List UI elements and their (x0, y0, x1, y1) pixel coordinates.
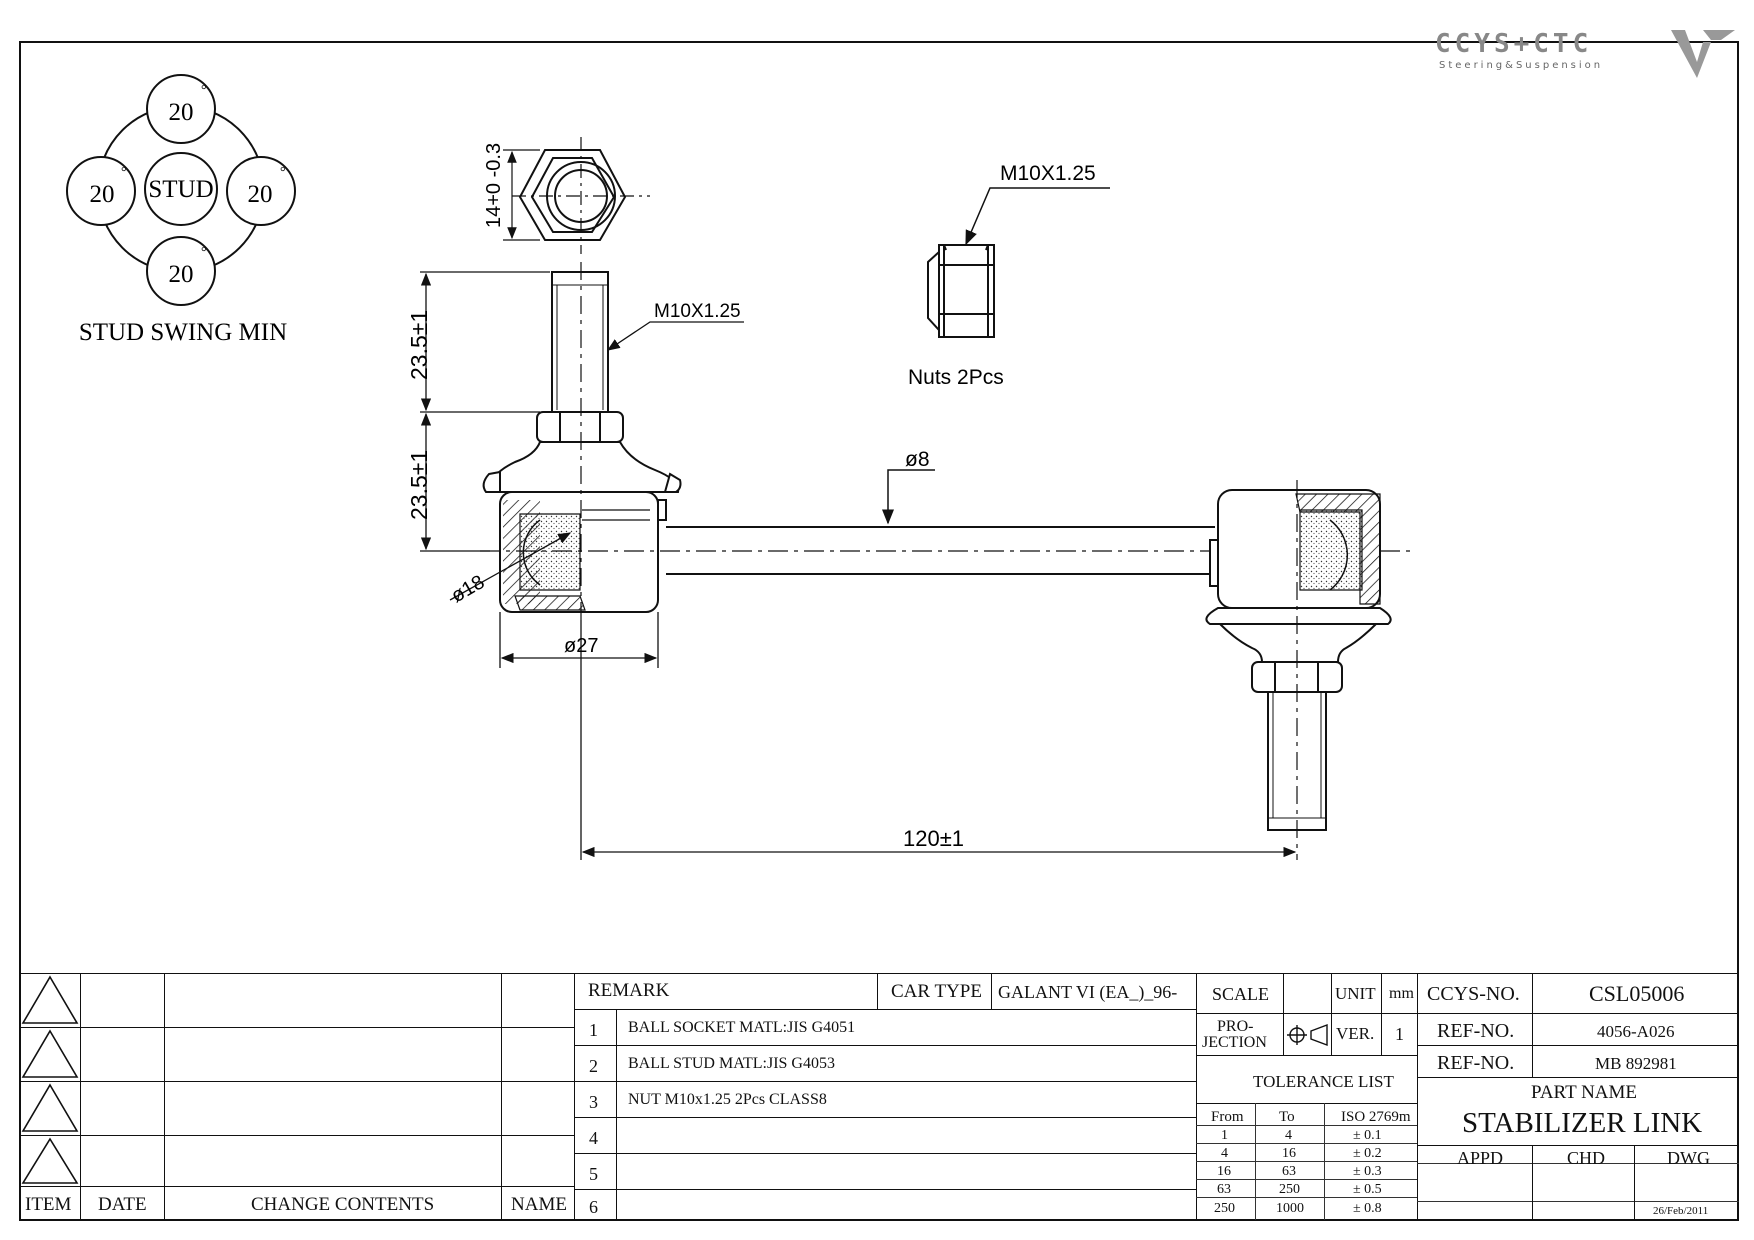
projection-symbol-icon (1287, 1023, 1328, 1047)
upper-height-dimension: 23.5±1 (406, 310, 432, 380)
tol-to: 63 (1282, 1164, 1296, 1179)
degree-mark: ° (201, 83, 207, 98)
brand-logo: CCYS+CTC Steering&Suspension (1435, 22, 1735, 82)
tol-value: ± 0.5 (1353, 1182, 1382, 1197)
drawing-frame (19, 41, 1739, 1221)
swing-caption: STUD SWING MIN (79, 319, 287, 346)
swing-angle-bottom: 20 (169, 261, 194, 288)
car-type-value: GALANT VI (EA_)_96- (998, 982, 1178, 1002)
appd-label: APPD (1457, 1148, 1504, 1168)
remark-no: 6 (589, 1197, 598, 1217)
tol-value: ± 0.8 (1353, 1201, 1382, 1216)
ref-no-value: 4056-A026 (1597, 1022, 1675, 1041)
lower-height-dimension: 23.5±1 (406, 450, 432, 520)
tol-from: 4 (1221, 1146, 1228, 1161)
tol-value: ± 0.2 (1353, 1146, 1382, 1161)
stud-thread-label: M10X1.25 (654, 301, 741, 322)
tol-from: 250 (1214, 1201, 1235, 1216)
remark-no: 5 (589, 1164, 598, 1184)
unit-value: mm (1389, 985, 1414, 1002)
rod-diameter-label: ø8 (905, 448, 930, 471)
degree-mark: ° (201, 245, 207, 260)
revision-triangles (21, 975, 79, 1184)
ref-no-value-2: MB 892981 (1595, 1054, 1677, 1073)
revision-triangle-icon (21, 1029, 79, 1078)
remark-text: BALL STUD MATL:JIS G4053 (628, 1055, 835, 1072)
revision-triangle-icon (21, 1137, 79, 1184)
ver-label: VER. (1336, 1024, 1375, 1043)
unit-label: UNIT (1335, 984, 1376, 1003)
remark-no: 1 (589, 1020, 598, 1040)
ball-diameter-label: ø18 (448, 571, 489, 607)
degree-mark: ° (280, 165, 286, 180)
scale-label: SCALE (1212, 984, 1270, 1004)
revision-triangle-icon (21, 1083, 79, 1132)
logo-brand: CCYS+CTC (1435, 29, 1592, 59)
car-type-label: CAR TYPE (891, 981, 982, 1002)
chd-label: CHD (1567, 1148, 1606, 1168)
change-contents-header: CHANGE CONTENTS (251, 1194, 435, 1215)
degree-mark: ° (121, 165, 127, 180)
hex-top-view (503, 137, 650, 254)
logo-mark-icon (1671, 30, 1735, 78)
item-header: ITEM (25, 1194, 72, 1215)
projection-label-2: JECTION (1202, 1034, 1267, 1051)
ref-no-label: REF-NO. (1437, 1020, 1515, 1042)
tol-header-from: From (1211, 1109, 1244, 1125)
dwg-label: DWG (1667, 1148, 1710, 1168)
part-name-value: STABILIZER LINK (1462, 1107, 1703, 1139)
nut-thread-label: M10X1.25 (1000, 162, 1096, 185)
left-ball-joint (482, 262, 682, 620)
tol-to: 1000 (1276, 1201, 1304, 1216)
tol-from: 63 (1217, 1182, 1231, 1197)
housing-diameter-label: ø27 (564, 635, 598, 657)
tol-header-iso: ISO 2769m (1341, 1109, 1411, 1125)
remark-text: BALL SOCKET MATL:JIS G4051 (628, 1019, 856, 1036)
remark-no: 3 (589, 1092, 598, 1112)
stud-swing-diagram (66, 74, 296, 306)
ccys-no-value: CSL05006 (1589, 981, 1685, 1006)
nut-side-view (927, 187, 1110, 338)
tol-to: 4 (1285, 1128, 1292, 1143)
remark-no: 2 (589, 1056, 598, 1076)
ver-value: 1 (1395, 1024, 1404, 1044)
tol-to: 250 (1279, 1182, 1300, 1197)
tolerance-title: TOLERANCE LIST (1253, 1072, 1394, 1091)
remark-header: REMARK (588, 980, 670, 1001)
remark-text: NUT M10x1.25 2Pcs CLASS8 (628, 1091, 827, 1108)
revision-triangle-icon (21, 975, 79, 1024)
tol-header-to: To (1279, 1109, 1295, 1125)
remark-no: 4 (589, 1128, 598, 1148)
swing-angle-top: 20 (169, 99, 194, 126)
logo-tagline: Steering&Suspension (1439, 60, 1603, 71)
swing-angle-left: 20 (90, 181, 115, 208)
hex-dimension: 14+0 -0.3 (483, 143, 505, 228)
tol-to: 16 (1282, 1146, 1296, 1161)
swing-angle-right: 20 (248, 181, 273, 208)
drawing-date: 26/Feb/2011 (1653, 1205, 1709, 1217)
part-name-label: PART NAME (1531, 1082, 1638, 1103)
dimension-lines (420, 271, 1297, 860)
length-dimension: 120±1 (903, 826, 964, 851)
nuts-quantity-label: Nuts 2Pcs (908, 366, 1004, 389)
ccys-no-label: CCYS-NO. (1427, 983, 1520, 1005)
tol-from: 16 (1217, 1164, 1231, 1179)
projection-label: PRO- (1217, 1018, 1254, 1035)
title-block: ITEM DATE CHANGE CONTENTS NAME REMARK CA… (19, 973, 1739, 1221)
swing-center-label: STUD (148, 176, 213, 203)
tol-from: 1 (1221, 1128, 1228, 1143)
tol-value: ± 0.3 (1353, 1164, 1382, 1179)
name-header: NAME (511, 1194, 567, 1215)
right-ball-joint (1205, 480, 1392, 860)
tol-value: ± 0.1 (1353, 1128, 1382, 1143)
ref-no-label-2: REF-NO. (1437, 1052, 1515, 1074)
date-header: DATE (98, 1194, 147, 1215)
